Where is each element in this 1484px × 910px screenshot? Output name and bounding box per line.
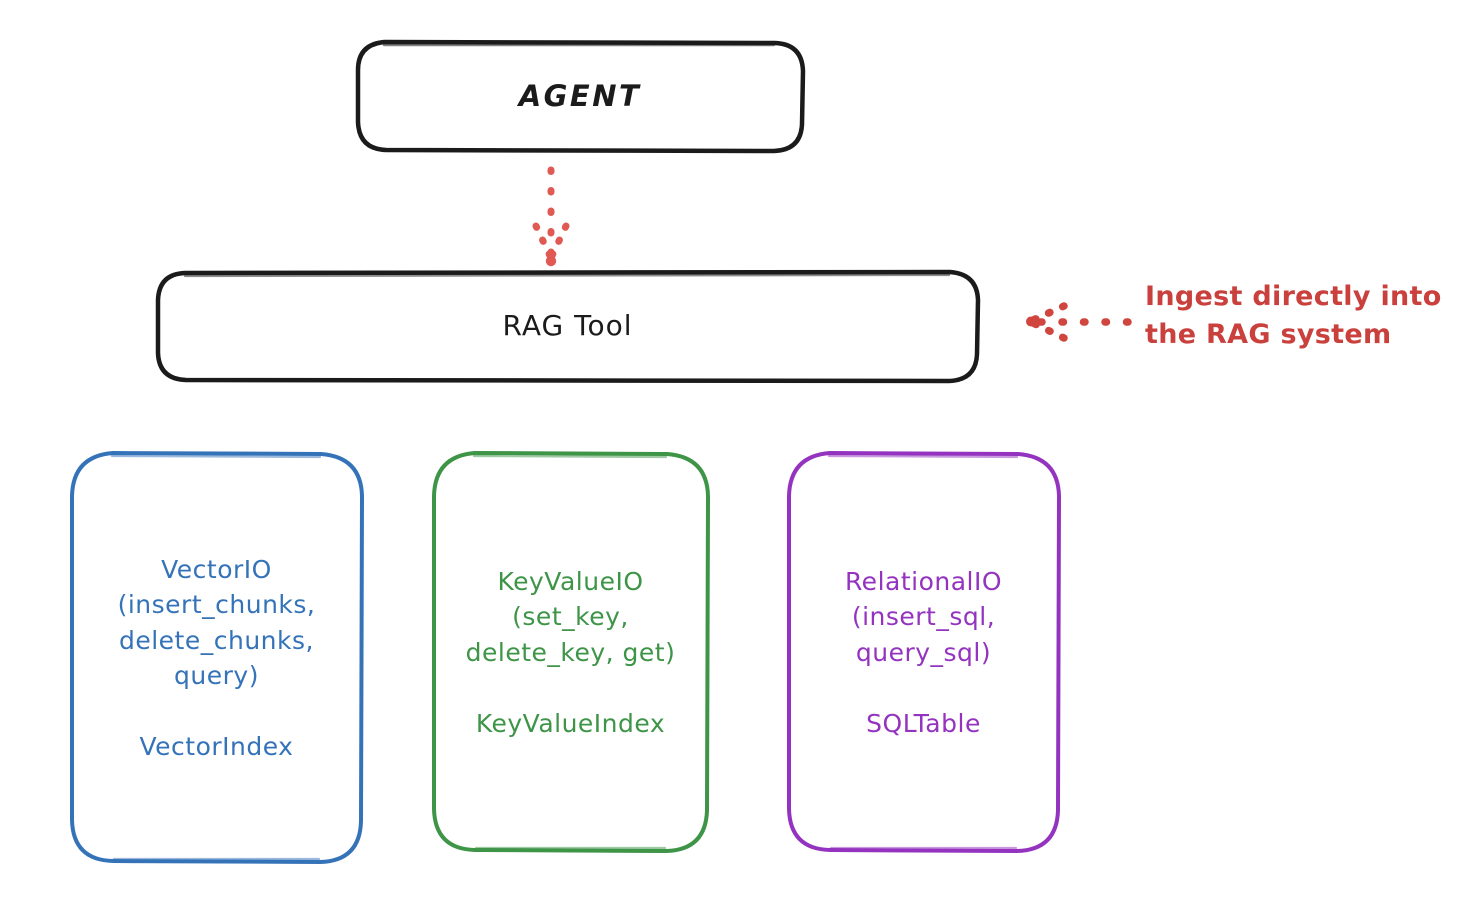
annotation-ingest: Ingest directly into the RAG system [1145, 278, 1475, 355]
relational-io-label: RelationalIO (insert_sql, query_sql) SQL… [844, 566, 1003, 738]
node-agent[interactable]: AGENT [355, 39, 806, 154]
rag-tool-label: RAG Tool [502, 309, 633, 343]
key-value-io-label: KeyValueIO (set_key, delete_key, get) Ke… [465, 566, 676, 738]
connector-ingest-to-rag-tool [1026, 302, 1132, 342]
connector-agent-to-rag-tool [532, 166, 570, 267]
node-key-value-io[interactable]: KeyValueIO (set_key, delete_key, get) Ke… [430, 450, 711, 855]
vector-io-label: VectorIO (insert_chunks, delete_chunks, … [117, 554, 316, 762]
annotation-ingest-text: Ingest directly into the RAG system [1145, 281, 1442, 351]
agent-label: AGENT [518, 78, 642, 113]
node-rag-tool[interactable]: RAG Tool [155, 269, 981, 384]
node-vector-io[interactable]: VectorIO (insert_chunks, delete_chunks, … [68, 450, 365, 866]
node-relational-io[interactable]: RelationalIO (insert_sql, query_sql) SQL… [785, 450, 1062, 855]
